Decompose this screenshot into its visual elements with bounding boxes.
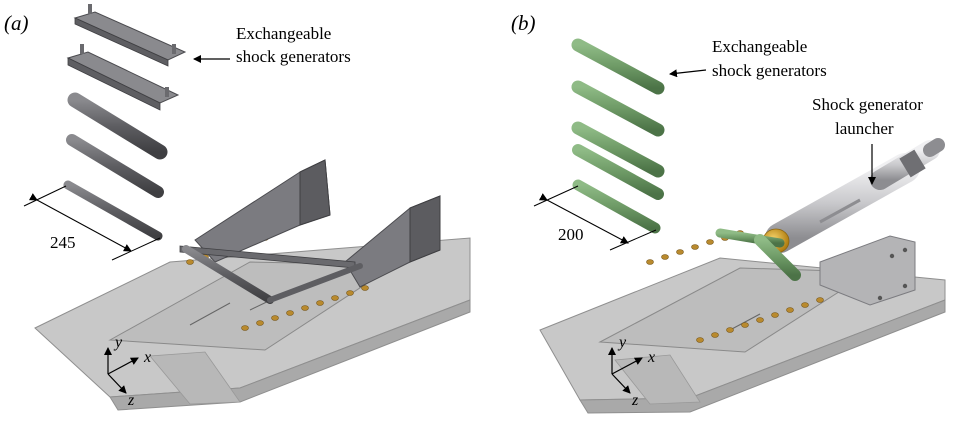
panel-a-dimension-label: 245 <box>50 233 76 252</box>
panel-b-axes: y x z <box>608 334 655 409</box>
panel-b: (b) <box>511 11 946 414</box>
panel-b-annotation-line1: Exchangeable <box>712 37 807 56</box>
panel-b-label: (b) <box>511 11 536 35</box>
panel-b-dimension-label: 200 <box>558 225 584 244</box>
panel-a-annotation-line2: shock generators <box>236 47 351 66</box>
panel-b-axis-y: y <box>617 334 627 351</box>
panel-a: (a) <box>4 4 471 411</box>
panel-b-axis-z: z <box>631 392 639 409</box>
panel-b-axis-x: x <box>647 349 655 366</box>
panel-b-launcher-annotation: Shock generator launcher <box>812 95 923 185</box>
panel-a-axes: y x z <box>104 334 151 409</box>
panel-b-launcher-line2: launcher <box>835 119 894 138</box>
panel-a-label: (a) <box>4 11 29 35</box>
panel-a-dimension: 245 <box>23 185 161 261</box>
panel-b-launcher <box>762 138 945 254</box>
panel-a-annotation-line1: Exchangeable <box>236 24 331 43</box>
panel-b-mounted-shock-generator <box>715 228 801 281</box>
panel-b-annotation-line2: shock generators <box>712 61 827 80</box>
panel-a-annotation: Exchangeable shock generators <box>193 24 351 66</box>
panel-a-axis-z: z <box>127 392 135 409</box>
panel-a-axis-y: y <box>113 334 123 351</box>
panel-b-launcher-line1: Shock generator <box>812 95 923 114</box>
panel-b-exchangeable-parts <box>571 38 665 234</box>
panel-a-mounted-shock-generator <box>179 159 441 304</box>
panel-a-axis-x: x <box>143 349 151 366</box>
panel-b-dimension: 200 <box>533 185 657 251</box>
panel-a-exchangeable-parts <box>63 4 187 241</box>
panel-b-annotation: Exchangeable shock generators <box>669 37 827 80</box>
